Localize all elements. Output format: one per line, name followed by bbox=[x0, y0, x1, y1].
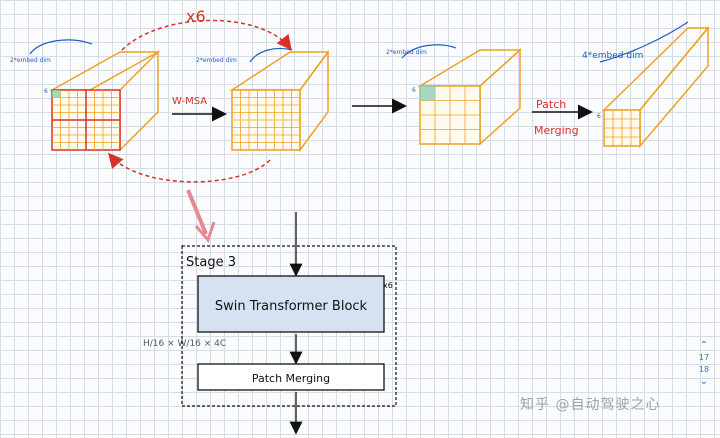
embed-brace-1 bbox=[29, 39, 93, 55]
embed-dim-label-4: 4*embed dim bbox=[582, 51, 643, 61]
patch-merging-block bbox=[197, 363, 385, 391]
stage3-title: Stage 3 bbox=[186, 255, 236, 270]
page-current: 17 bbox=[698, 353, 710, 362]
embed-dim-label-2: 2*embed dim bbox=[196, 57, 237, 64]
resolution-label: H/16 × W/16 × 4C bbox=[143, 339, 226, 349]
chevron-up-icon[interactable]: ⌃ bbox=[699, 340, 709, 351]
patch-label-top: Patch bbox=[536, 98, 566, 111]
embed-dim-label-1: 2*embed dim bbox=[10, 57, 51, 64]
feature-cube-2 bbox=[229, 49, 330, 153]
tiny-label-1: 6 bbox=[44, 88, 48, 95]
watermark: 知乎 @自动驾驶之心 bbox=[520, 397, 661, 413]
stage3-box bbox=[181, 245, 397, 407]
swin-transformer-block bbox=[197, 275, 385, 333]
feature-cube-4 bbox=[602, 25, 710, 149]
wmsa-label: W-MSA bbox=[172, 96, 207, 107]
pointer-arrow-head bbox=[194, 221, 216, 243]
tiny-label-4: 6 bbox=[597, 113, 601, 120]
feature-cube-1 bbox=[49, 50, 161, 152]
embed-brace-3 bbox=[401, 44, 457, 59]
block-repeat-label: x6 bbox=[383, 281, 393, 290]
repeat-loop-bottom bbox=[108, 152, 271, 183]
tiny-label-3: 6 bbox=[412, 87, 416, 94]
chevron-down-icon[interactable]: ⌄ bbox=[699, 376, 709, 387]
repeat-loop-top bbox=[121, 19, 292, 51]
embed-dim-label-3: 2*embed dim bbox=[386, 49, 427, 56]
page-indicator[interactable]: ⌃ 17 18 ⌄ bbox=[690, 340, 718, 388]
embed-brace-4 bbox=[599, 21, 689, 63]
patch-merging-label: Patch Merging bbox=[252, 372, 330, 385]
patch-label-bottom: Merging bbox=[534, 124, 579, 137]
page-total: 18 bbox=[698, 365, 710, 374]
embed-brace-2 bbox=[249, 47, 293, 63]
pointer-arrow bbox=[186, 189, 208, 235]
swin-block-label: Swin Transformer Block bbox=[215, 299, 368, 314]
feature-cube-3 bbox=[417, 48, 522, 146]
repeat-count-label: x6 bbox=[186, 7, 206, 26]
